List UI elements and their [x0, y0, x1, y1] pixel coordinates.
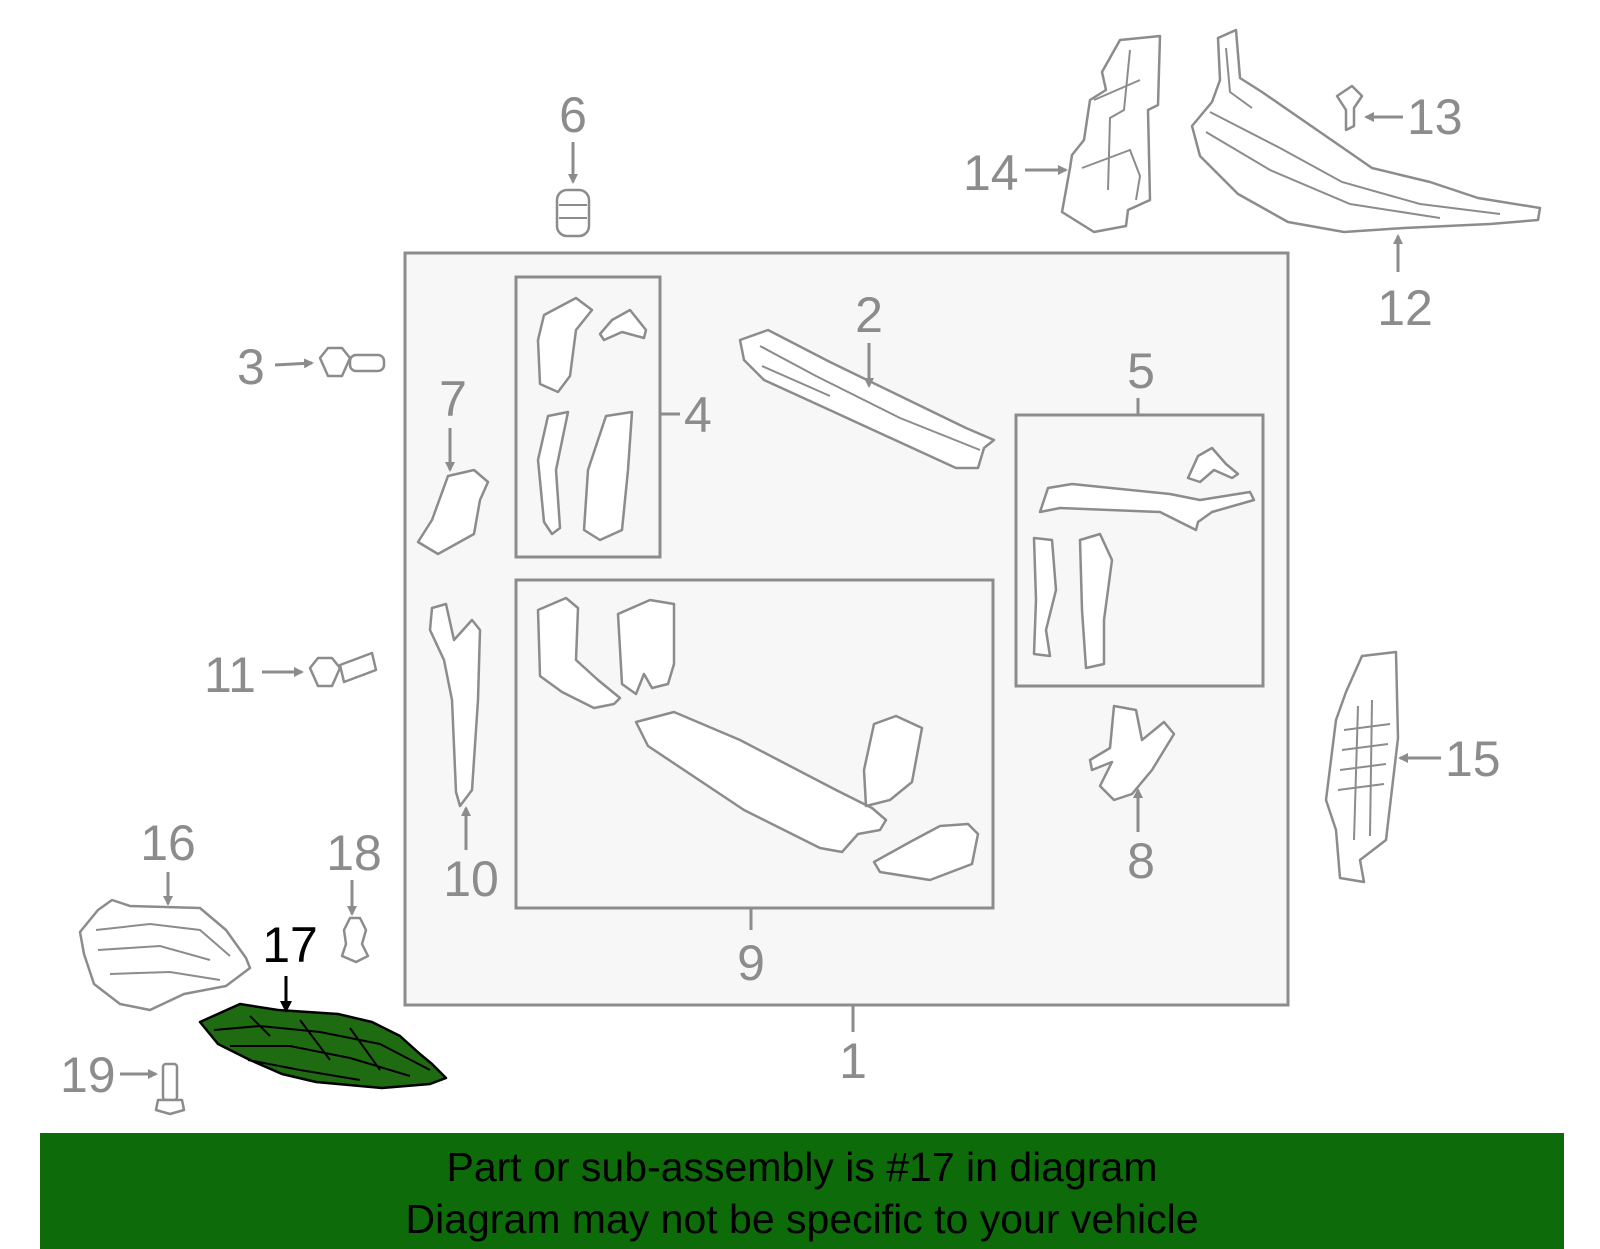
part-8-bracket	[1088, 704, 1176, 802]
svg-text:15: 15	[1445, 731, 1501, 787]
callout-16: 16	[140, 815, 196, 906]
callout-6: 6	[559, 87, 587, 184]
part-5-brackets	[1032, 446, 1256, 670]
svg-text:3: 3	[237, 339, 265, 395]
svg-text:7: 7	[439, 371, 467, 427]
svg-text:2: 2	[855, 287, 883, 343]
callout-8: 8	[1127, 788, 1155, 889]
callout-3: 3	[237, 339, 314, 395]
part-16-under-cover	[78, 898, 252, 1012]
part-18-clip	[340, 916, 370, 964]
svg-text:4: 4	[684, 387, 712, 443]
part-13-clip	[1335, 84, 1364, 132]
part-14-bracket	[1060, 34, 1162, 234]
svg-text:17: 17	[262, 917, 318, 973]
svg-text:13: 13	[1407, 89, 1463, 145]
svg-text:14: 14	[963, 145, 1019, 201]
callout-19: 19	[60, 1047, 158, 1103]
part-3-bolt	[318, 346, 386, 378]
part-2-upper-support	[738, 328, 996, 470]
svg-text:8: 8	[1127, 833, 1155, 889]
callout-17: 17	[262, 917, 318, 1013]
svg-text:19: 19	[60, 1047, 116, 1103]
part-7-bracket	[416, 468, 490, 556]
svg-text:11: 11	[204, 647, 256, 703]
part-4-brackets	[536, 296, 648, 542]
callout-15: 15	[1398, 731, 1501, 787]
banner-line-disclaimer: Diagram may not be specific to your vehi…	[405, 1196, 1199, 1242]
part-6-bushing	[555, 188, 591, 238]
callout-1: 1	[839, 1005, 867, 1089]
callout-11: 11	[204, 647, 304, 703]
part-19-bolt	[154, 1062, 186, 1116]
svg-text:10: 10	[443, 851, 499, 907]
svg-text:6: 6	[559, 87, 587, 143]
part-17-engine-under-cover-highlighted[interactable]	[198, 1002, 448, 1090]
part-15-baffle	[1324, 650, 1400, 884]
callout-14: 14	[963, 145, 1068, 201]
callout-5: 5	[1127, 343, 1155, 415]
part-9-lower-support	[536, 596, 980, 882]
svg-text:12: 12	[1377, 280, 1433, 336]
svg-text:1: 1	[839, 1033, 867, 1089]
callout-7: 7	[439, 371, 467, 472]
svg-text:18: 18	[326, 825, 382, 881]
callout-18: 18	[326, 825, 382, 916]
part-11-bolt	[308, 651, 378, 688]
info-banner: Part or sub-assembly is #17 in diagram D…	[40, 1133, 1564, 1249]
callout-2: 2	[855, 287, 883, 388]
callout-4: 4	[660, 387, 712, 443]
callout-9: 9	[737, 908, 765, 991]
banner-line-part-number: Part or sub-assembly is #17 in diagram	[446, 1144, 1158, 1190]
svg-text:5: 5	[1127, 343, 1155, 399]
callout-10: 10	[443, 806, 499, 907]
part-12-cover	[1190, 28, 1542, 234]
svg-text:9: 9	[737, 935, 765, 991]
part-10-side-support	[428, 602, 482, 808]
callout-12: 12	[1377, 234, 1433, 336]
callout-13: 13	[1364, 89, 1463, 145]
svg-text:16: 16	[140, 815, 196, 871]
